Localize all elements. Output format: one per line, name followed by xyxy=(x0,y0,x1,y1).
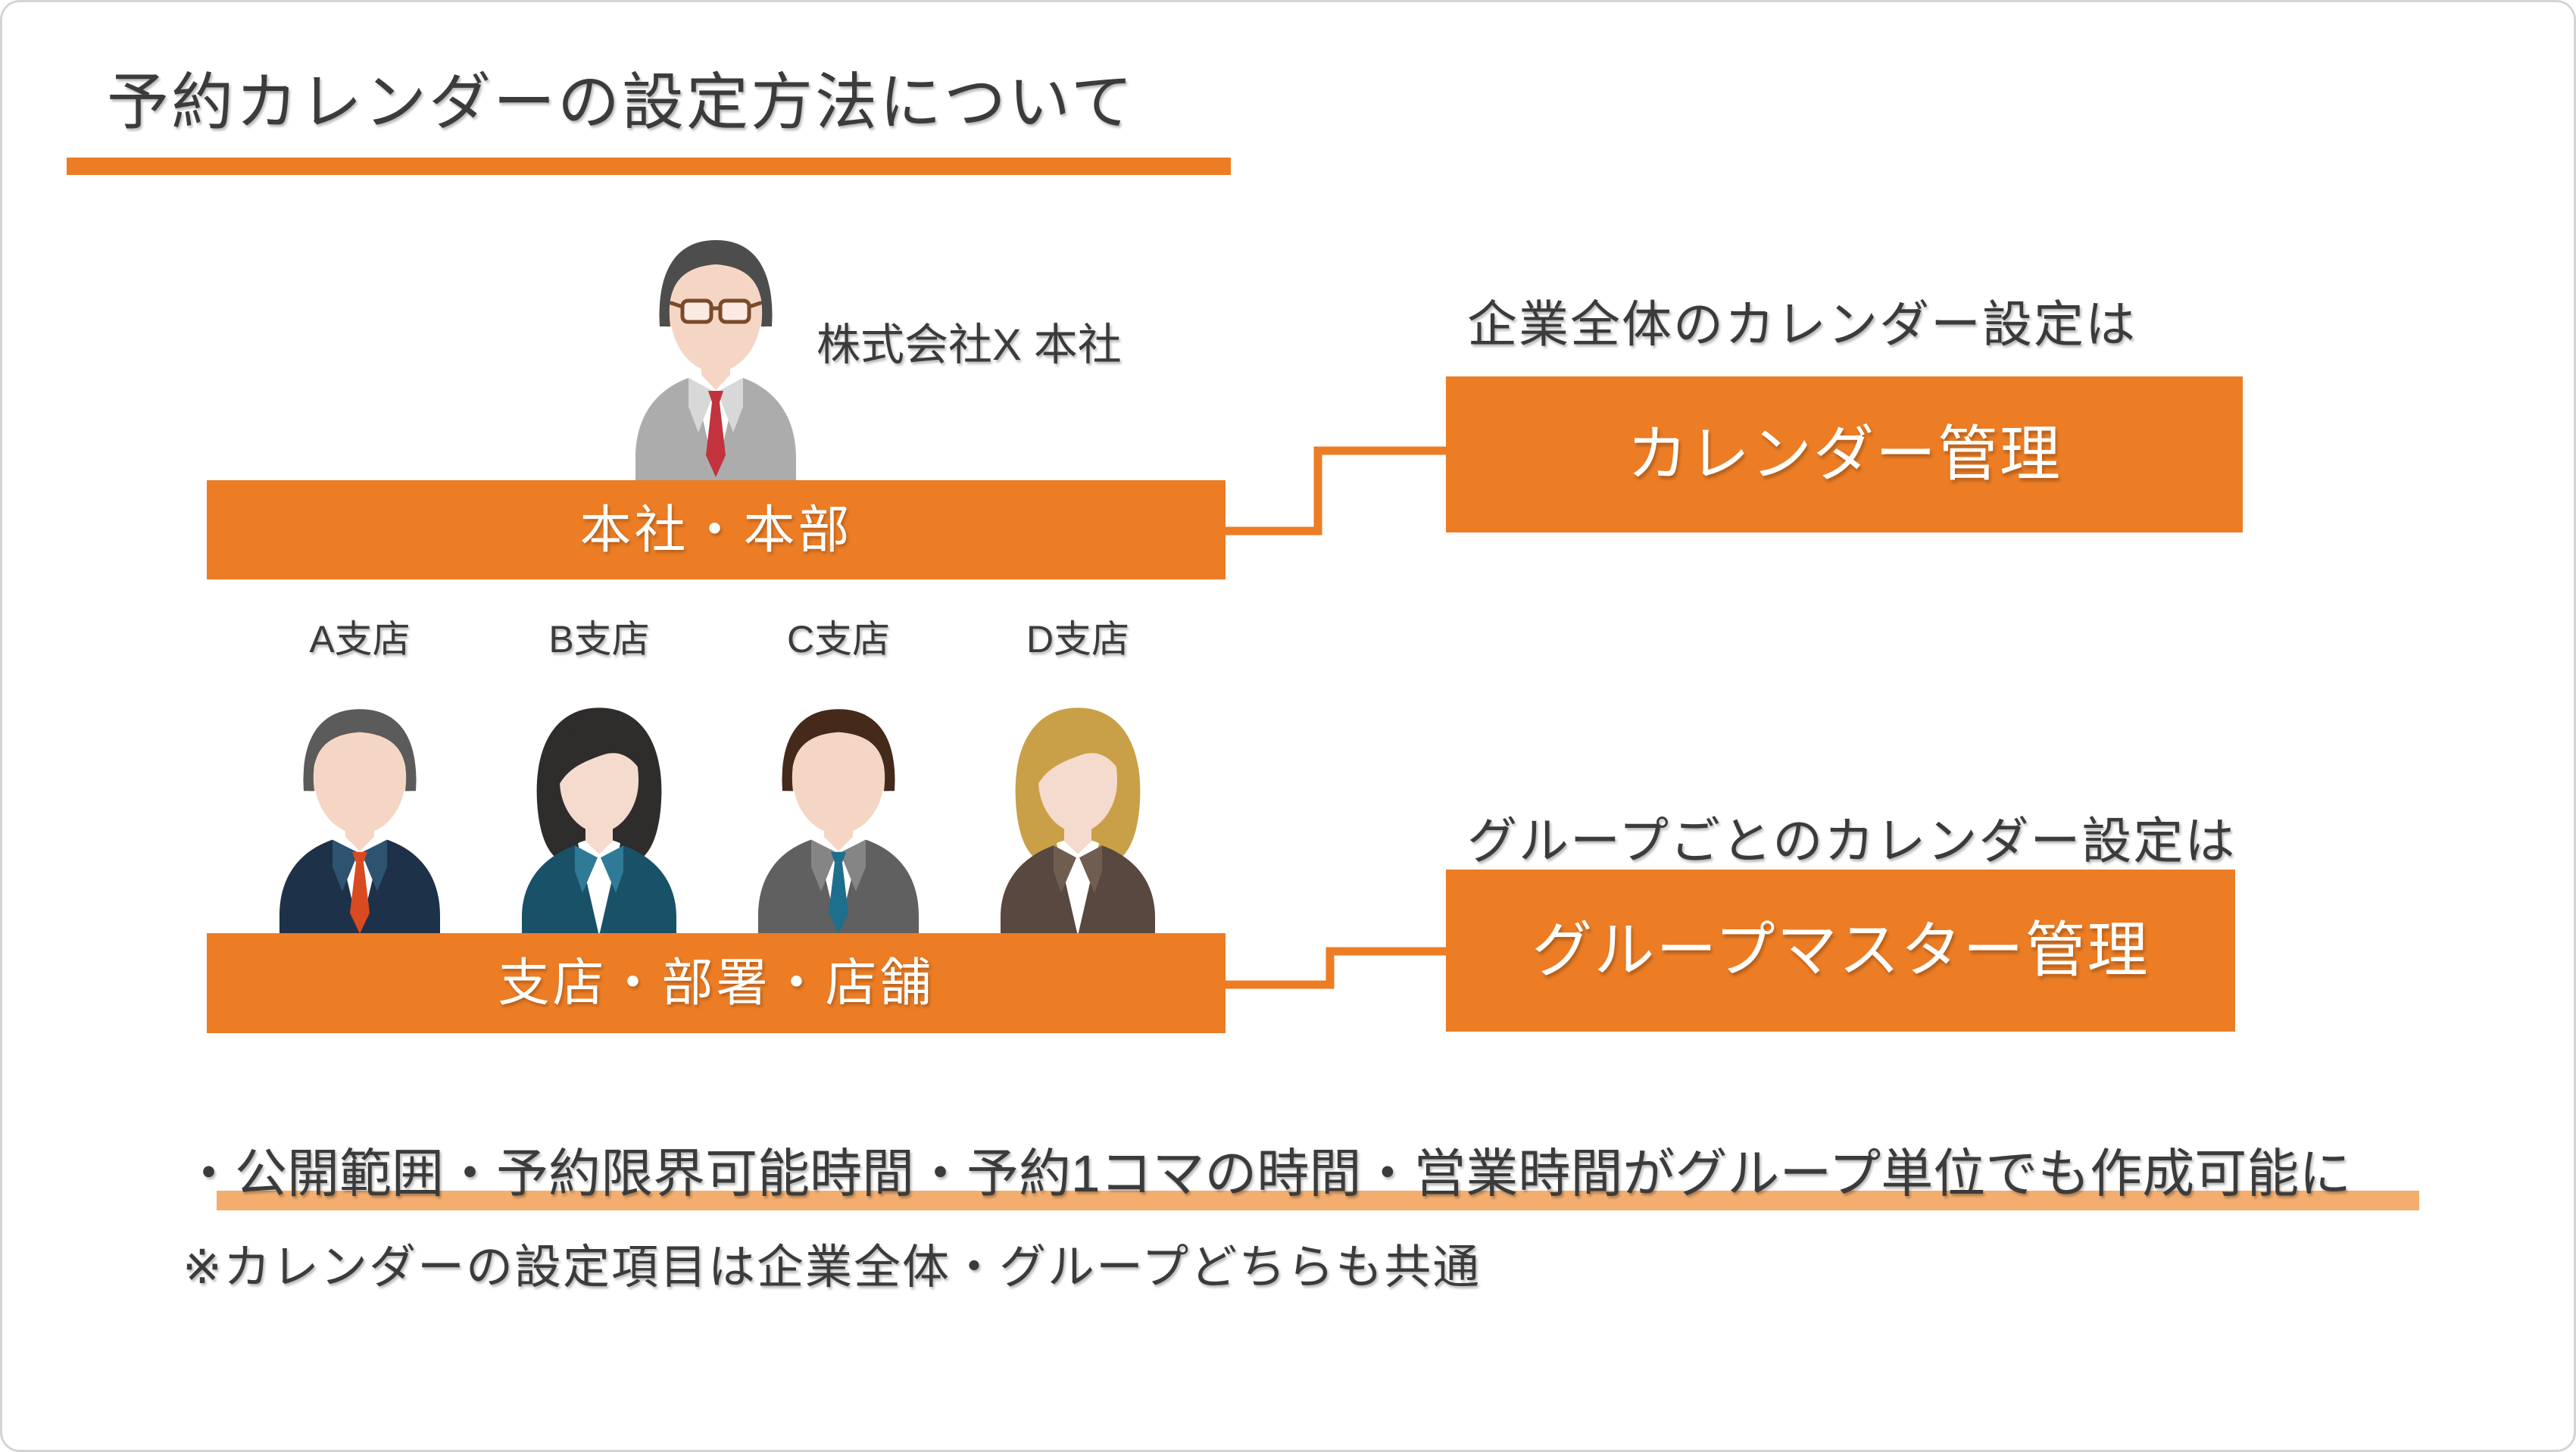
branch-b-avatar xyxy=(508,699,690,943)
hq-company-label: 株式会社X 本社 xyxy=(817,320,1122,370)
hq-person-avatar xyxy=(625,230,807,487)
group-master-management-label: グループマスター管理 xyxy=(1532,916,2150,984)
group-master-management-box: グループマスター管理 xyxy=(1446,870,2235,1032)
calendar-management-box: カレンダー管理 xyxy=(1446,376,2243,532)
page-title: 予約カレンダーの設定方法について xyxy=(107,68,1135,137)
hq-bar: 本社・本部 xyxy=(207,480,1226,579)
enterprise-caption: 企業全体のカレンダー設定は xyxy=(1467,296,2137,352)
branch-c-avatar xyxy=(748,699,929,943)
branch-b-label: B支店 xyxy=(548,618,650,660)
connector-branch-to-groupmaster xyxy=(1222,947,1447,989)
branch-a-avatar xyxy=(269,699,451,943)
branch-d-avatar xyxy=(987,699,1169,943)
connector-hq-to-calendar xyxy=(1222,446,1447,536)
hq-bar-label: 本社・本部 xyxy=(579,501,853,559)
group-caption: グループごとのカレンダー設定は xyxy=(1467,813,2237,869)
calendar-management-label: カレンダー管理 xyxy=(1627,420,2062,488)
branch-a-label: A支店 xyxy=(309,618,411,660)
bullet-highlight-bar xyxy=(217,1191,2419,1210)
branch-bar-label: 支店・部署・店舗 xyxy=(498,954,935,1012)
footnote: ※カレンダーの設定項目は企業全体・グループどちらも共通 xyxy=(183,1241,1482,1294)
title-underline xyxy=(67,158,1231,175)
branch-c-label: C支店 xyxy=(786,618,891,660)
branch-bar: 支店・部署・店舗 xyxy=(207,933,1226,1033)
branch-d-label: D支店 xyxy=(1026,618,1130,660)
bullet-note: ・公開範囲・予約限界可能時間・予約1コマの時間・営業時間がグループ単位でも作成可… xyxy=(183,1144,2352,1203)
